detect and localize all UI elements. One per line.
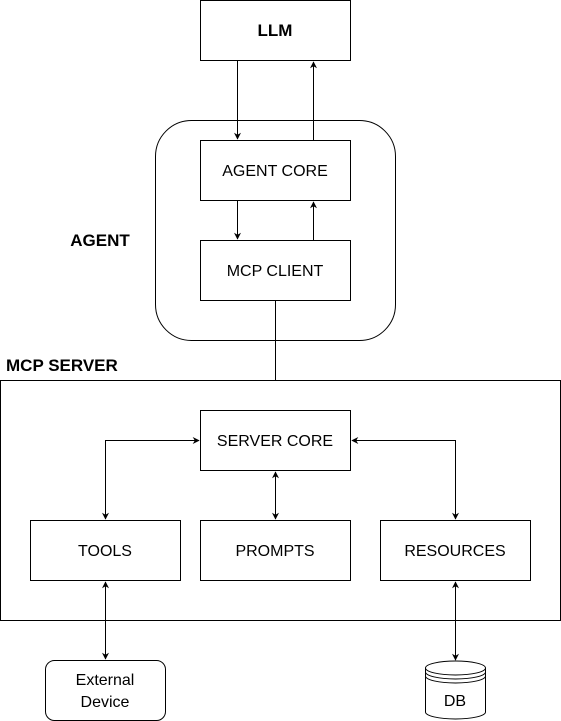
agent-group-label: AGENT [70, 231, 130, 250]
agent-core-label: AGENT CORE [222, 163, 328, 180]
mcp-client-node: MCP CLIENT [200, 240, 351, 301]
db-label: DB [444, 693, 466, 710]
llm-node: LLM [200, 0, 351, 61]
external-device-label-line1: External [76, 672, 135, 689]
edge-server-core-tools [102, 437, 200, 520]
connectors [102, 61, 459, 661]
resources-label: RESOURCES [404, 543, 505, 560]
prompts-node: PROMPTS [200, 520, 351, 581]
prompts-label: PROMPTS [235, 543, 314, 560]
tools-node: TOOLS [30, 520, 181, 581]
external-device-node: External Device [45, 660, 166, 721]
edge-server-core-resources [351, 437, 459, 520]
server-core-label: SERVER CORE [217, 433, 333, 450]
mcp-client-label: MCP CLIENT [227, 263, 324, 280]
resources-node: RESOURCES [380, 520, 531, 581]
server-core-node: SERVER CORE [200, 410, 351, 471]
db-node: DB [425, 660, 486, 720]
mcp-server-group-label: MCP SERVER [6, 356, 118, 375]
llm-label: LLM [258, 21, 293, 40]
external-device-label-line2: Device [81, 694, 130, 711]
tools-label: TOOLS [78, 543, 132, 560]
agent-core-node: AGENT CORE [200, 140, 351, 201]
